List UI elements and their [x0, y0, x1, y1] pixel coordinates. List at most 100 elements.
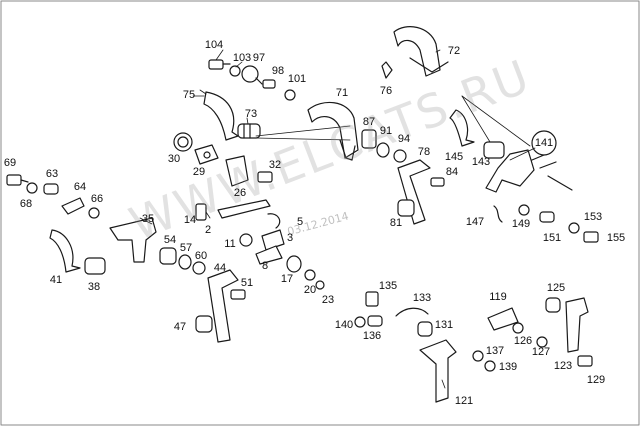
- callout-41: 41: [49, 274, 63, 286]
- spring-147: [493, 205, 503, 223]
- pin-151: [539, 211, 555, 223]
- washer-68: [26, 182, 38, 194]
- callout-44: 44: [213, 262, 227, 274]
- callout-57: 57: [179, 242, 193, 254]
- bushing-54: [159, 247, 177, 265]
- callout-14: 14: [183, 214, 197, 226]
- callout-11: 11: [224, 238, 236, 250]
- roller-143: [483, 141, 505, 159]
- callout-145: 145: [444, 151, 464, 163]
- callout-69: 69: [3, 157, 17, 169]
- lever-121: [419, 339, 457, 403]
- callout-129: 129: [586, 374, 606, 386]
- washer-127: [536, 336, 548, 348]
- pin-97: [241, 65, 263, 85]
- bracket-119: [487, 307, 519, 331]
- callout-94: 94: [397, 133, 411, 145]
- callout-91: 91: [379, 125, 393, 137]
- callout-35: 35: [141, 213, 155, 225]
- callout-26: 26: [233, 187, 247, 199]
- washer-57: [178, 254, 192, 270]
- bolt-51: [230, 289, 246, 300]
- bolt-98: [262, 79, 276, 89]
- callout-119: 119: [489, 291, 507, 303]
- callout-98: 98: [271, 65, 285, 77]
- shift-fork-41: [49, 229, 81, 273]
- callout-68: 68: [19, 198, 33, 210]
- bushing-81: [397, 199, 415, 217]
- washer-17: [286, 255, 302, 273]
- callout-32: 32: [268, 159, 282, 171]
- lever-78: [397, 159, 431, 225]
- callout-151: 151: [542, 232, 562, 244]
- shift-fork-75: [203, 91, 239, 141]
- callout-38: 38: [87, 281, 101, 293]
- callout-51: 51: [240, 277, 254, 289]
- callout-75: 75: [182, 89, 196, 101]
- pin-136: [367, 315, 383, 327]
- callout-5: 5: [296, 216, 304, 228]
- callout-78: 78: [417, 146, 431, 158]
- bolt-69: [6, 174, 22, 186]
- bolt-84: [430, 177, 445, 187]
- callout-136: 136: [362, 330, 382, 342]
- callout-29: 29: [192, 166, 206, 178]
- shift-fork-35: [109, 217, 157, 263]
- bushing-131: [417, 321, 433, 337]
- washer-101: [284, 89, 296, 101]
- callout-133: 133: [412, 292, 432, 304]
- roller-87: [361, 129, 377, 149]
- callout-2: 2: [204, 224, 212, 236]
- lever-44: [207, 269, 239, 343]
- bolt-129: [577, 355, 593, 367]
- washer-91: [376, 142, 390, 158]
- ring-30: [173, 132, 193, 152]
- callout-121: 121: [454, 395, 474, 407]
- bolt-135: [365, 291, 379, 307]
- callout-141: 141: [534, 137, 554, 149]
- clip-5: [267, 213, 281, 229]
- callout-155: 155: [606, 232, 626, 244]
- callout-135: 135: [378, 280, 398, 292]
- callout-72: 72: [447, 45, 461, 57]
- callout-97: 97: [252, 52, 266, 64]
- callout-101: 101: [287, 73, 307, 85]
- callout-84: 84: [445, 166, 459, 178]
- callout-123: 123: [553, 360, 573, 372]
- callout-54: 54: [163, 234, 177, 246]
- shift-fork-145: [449, 109, 475, 147]
- washer-126: [512, 322, 524, 334]
- callout-76: 76: [379, 85, 393, 97]
- bushing-47: [195, 315, 213, 333]
- callout-17: 17: [280, 273, 294, 285]
- callout-71: 71: [335, 87, 349, 99]
- callout-47: 47: [173, 321, 187, 333]
- callout-8: 8: [261, 260, 269, 272]
- washer-137: [472, 350, 484, 362]
- callout-30: 30: [167, 153, 181, 165]
- callout-81: 81: [389, 217, 403, 229]
- lever-123: [565, 297, 589, 353]
- detent-26: [225, 155, 249, 187]
- washer-11: [239, 233, 253, 247]
- callout-149: 149: [511, 218, 531, 230]
- callout-137: 137: [485, 345, 505, 357]
- washer-66: [88, 207, 100, 219]
- callout-153: 153: [583, 211, 603, 223]
- washer-60: [192, 261, 206, 275]
- selector-fork-71: [307, 101, 359, 159]
- bracket-3: [261, 229, 285, 251]
- callout-73: 73: [244, 108, 258, 120]
- callout-147: 147: [465, 216, 485, 228]
- callout-23: 23: [321, 294, 335, 306]
- plate-29: [194, 144, 219, 165]
- washer-23: [315, 280, 325, 290]
- callout-131: 131: [434, 319, 454, 331]
- spring-plate-2: [217, 199, 271, 219]
- washer-20: [304, 269, 316, 281]
- callout-143: 143: [471, 156, 491, 168]
- linkage-141: [485, 149, 535, 193]
- callout-140: 140: [334, 319, 354, 331]
